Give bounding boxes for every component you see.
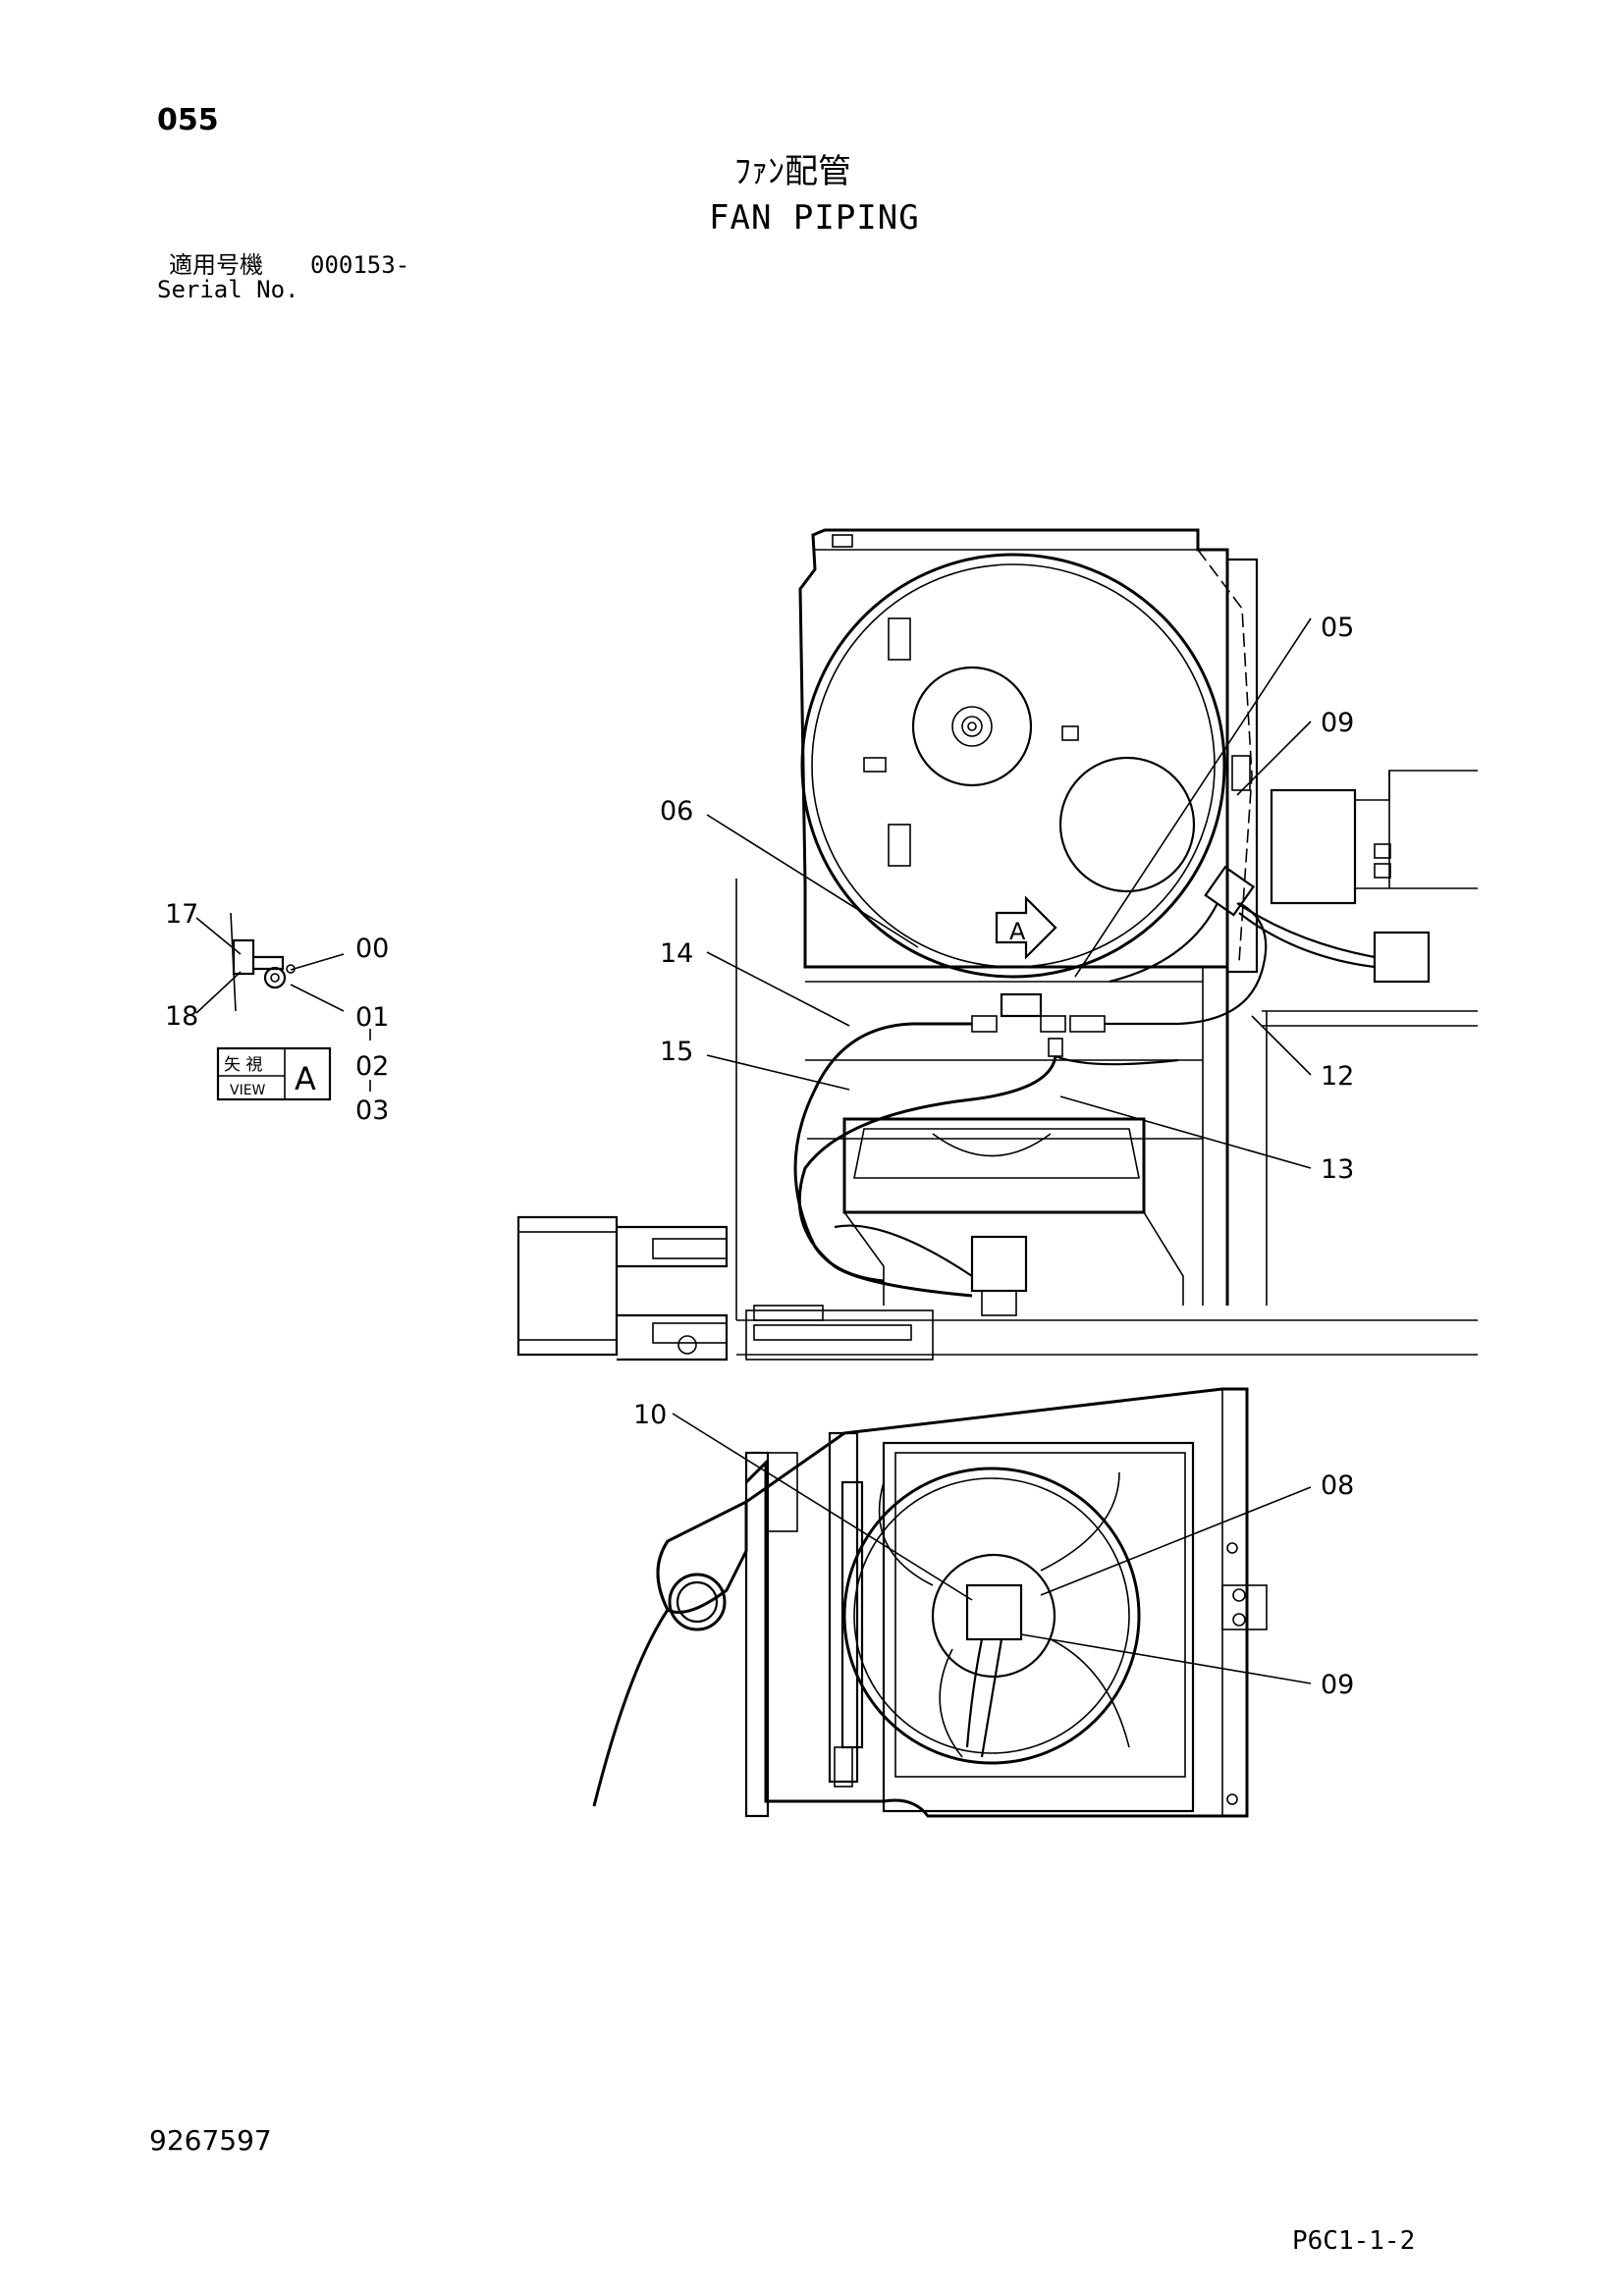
view-label-jp: 矢 視 [224,1055,262,1075]
document-number: 9267597 [149,2124,272,2157]
callout-09-bottom: 09 [1321,1670,1354,1700]
callout-06: 06 [660,796,693,827]
callout-09-top: 09 [1321,708,1354,738]
callout-13: 13 [1321,1154,1354,1185]
lower-leader-lines [672,1413,1312,1684]
detail-view-a [195,912,371,1101]
upper-leader-lines [706,617,1312,1169]
callout-15: 15 [660,1037,693,1067]
callout-05: 05 [1321,613,1354,643]
callout-18: 18 [165,1001,198,1032]
lower-assembly-view [592,1387,1268,1818]
callout-03: 03 [355,1095,389,1126]
callout-17: 17 [165,899,198,930]
callout-00: 00 [355,934,389,964]
serial-label-japanese: 適用号機 [169,251,263,279]
serial-value: 000153- [310,251,410,279]
serial-label-english: Serial No. [157,276,299,303]
page-number: 055 [157,103,219,137]
callout-10: 10 [633,1400,667,1430]
callout-12: 12 [1321,1061,1354,1092]
callout-01: 01 [355,1002,389,1033]
callout-14: 14 [660,938,693,969]
title-japanese: ﾌｧﾝ配管 [734,152,851,191]
flow-arrow-label: A [1009,918,1026,945]
page-code: P6C1-1-2 [1292,2226,1416,2256]
callout-08: 08 [1321,1470,1354,1501]
upper-assembly-view [516,528,1478,1362]
view-label-en: VIEW [230,1083,266,1098]
view-letter: A [295,1060,316,1097]
callout-02: 02 [355,1051,389,1082]
title-english: FAN PIPING [709,198,920,238]
